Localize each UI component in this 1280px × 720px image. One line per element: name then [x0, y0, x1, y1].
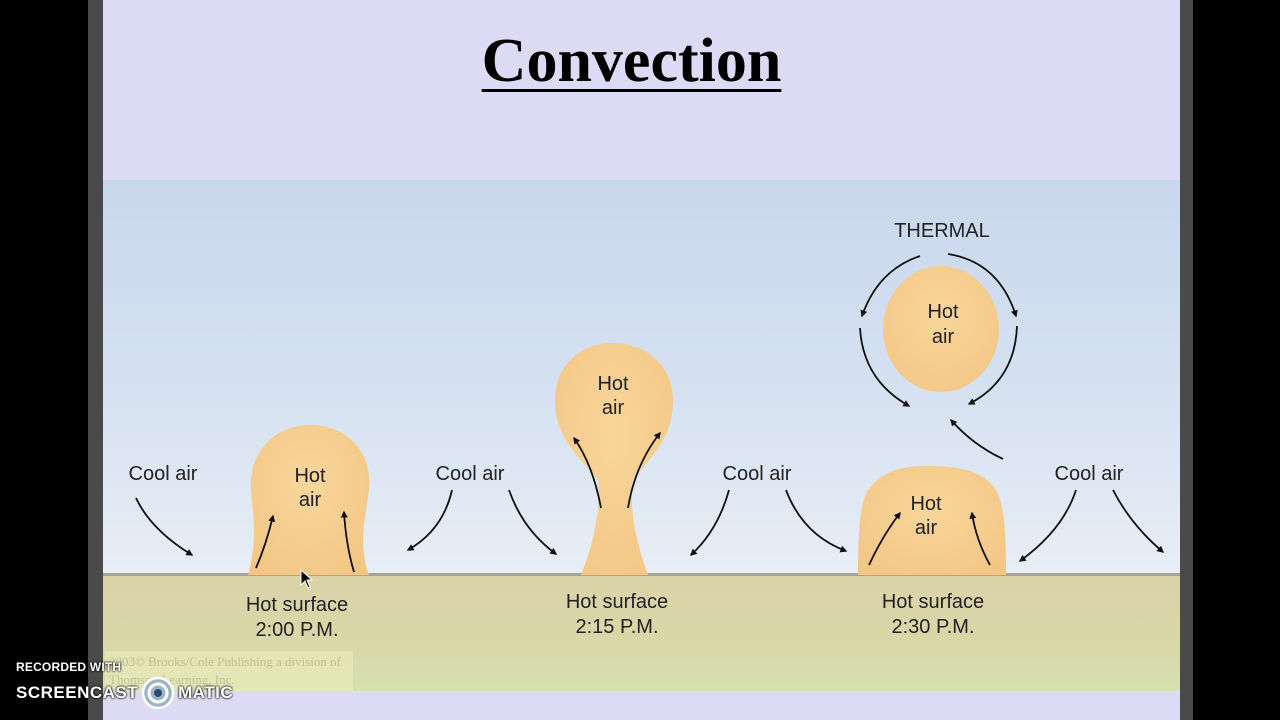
thermal-circulation-arrow-top-left	[860, 255, 921, 318]
slide-title: Convection	[103, 26, 1160, 97]
hot-air-label-3-line1: Hot	[927, 301, 959, 323]
surface-label-3: Hot surface	[882, 591, 984, 613]
hot-air-arrow-1b	[340, 510, 355, 573]
cool-air-label-1: Cool air	[129, 463, 198, 485]
cool-air-arrow-6	[1018, 489, 1077, 562]
cool-air-label-4: Cool air	[1055, 463, 1124, 485]
copyright-watermark: 2003© Brooks/Cole Publishing a division …	[105, 651, 353, 691]
surface-label-1: Hot surface	[246, 594, 348, 616]
hot-air-blob-4	[858, 466, 1006, 575]
hot-air-blob-1	[248, 425, 370, 575]
window-frame-left	[88, 0, 103, 720]
watermark-brand-left: SCREENCAST	[16, 683, 139, 702]
hot-air-blob-2	[555, 343, 673, 575]
thermal-circulation-arrow-top-right	[947, 253, 1018, 318]
watermark-brand-right: MATIC	[178, 683, 234, 702]
hot-air-label-4-line1: Hot	[910, 493, 942, 515]
thermal-rise-arrow	[950, 418, 1004, 460]
hot-air-label-4-line2: air	[915, 517, 938, 539]
cool-air-arrow-2	[406, 489, 453, 551]
cool-air-arrow-3	[508, 489, 558, 555]
slide-title-text: Convection	[481, 27, 782, 95]
thermal-circulation-arrow-bottom-right	[967, 325, 1018, 405]
watermark-brand: SCREENCAST MATIC	[16, 676, 233, 710]
surface-time-3: 2:30 P.M.	[891, 616, 974, 638]
cool-air-arrow-5	[785, 489, 848, 553]
surface-time-2: 2:15 P.M.	[575, 616, 658, 638]
slide: Convection THERMAL Hot air Hot air Hot a…	[103, 0, 1180, 720]
thermal-label: THERMAL	[894, 220, 990, 242]
screencast-watermark: RECORDED WITH SCREENCAST MATIC	[16, 660, 246, 710]
screencast-o-matic-logo-icon	[141, 676, 175, 710]
window-frame-right	[1180, 0, 1193, 720]
surface-label-2: Hot surface	[566, 591, 668, 613]
hot-air-arrow-2b	[627, 431, 661, 509]
hot-air-label-1-line1: Hot	[294, 465, 326, 487]
hot-air-arrow-4a	[868, 511, 901, 566]
hot-air-arrow-1a	[255, 514, 276, 569]
mouse-pointer-icon	[300, 569, 314, 589]
hot-air-arrow-4b	[969, 511, 991, 566]
convection-diagram: THERMAL Hot air Hot air Hot air Hot air …	[129, 220, 1165, 641]
cool-air-arrow-7	[1112, 489, 1165, 553]
slide-bottom-band	[103, 691, 1180, 720]
thermal-circulation-arrow-bottom-left	[859, 327, 911, 407]
cool-air-label-2: Cool air	[436, 463, 505, 485]
cool-air-label-3: Cool air	[723, 463, 792, 485]
cool-air-arrow-1	[135, 497, 194, 556]
hot-air-label-2-line1: Hot	[597, 373, 629, 395]
hot-air-thermal-bubble	[883, 266, 999, 392]
cool-air-arrow-4	[689, 489, 730, 556]
hot-air-arrow-2a	[573, 436, 602, 509]
watermark-recorded-with: RECORDED WITH	[16, 660, 122, 674]
hot-air-label-3-line2: air	[932, 326, 955, 348]
hot-air-label-2-line2: air	[602, 397, 625, 419]
surface-time-1: 2:00 P.M.	[255, 619, 338, 641]
hot-air-label-1-line2: air	[299, 489, 322, 511]
